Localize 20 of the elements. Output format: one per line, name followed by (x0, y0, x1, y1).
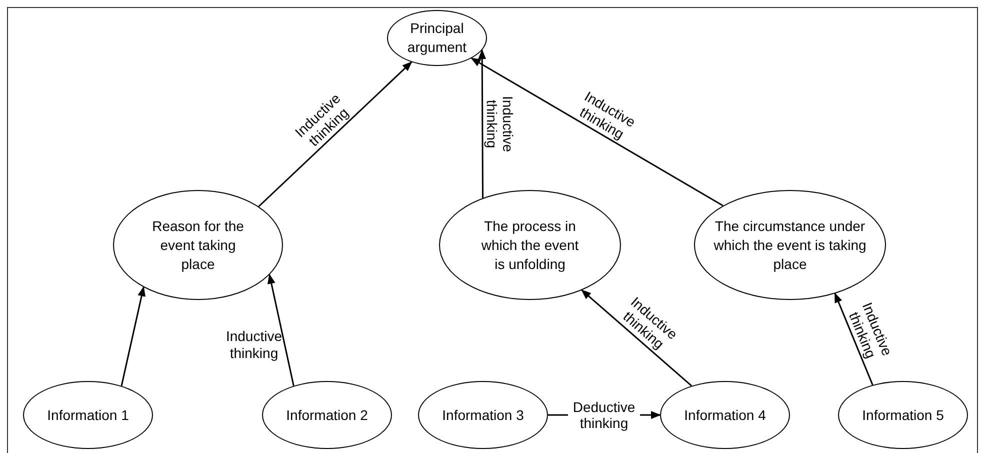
arrow (581, 290, 692, 386)
arrow (478, 49, 486, 198)
arrow (470, 58, 724, 206)
node-text: Reason for the event taking place (151, 216, 245, 274)
node-text: Principal argument (406, 19, 468, 57)
arrow (258, 61, 412, 208)
edge-label: Inductive thinking (484, 94, 517, 154)
arrow (834, 292, 874, 386)
node-text: Information 2 (285, 406, 369, 424)
arrow (267, 274, 294, 386)
node-text: The process in which the event is unfolding (480, 216, 580, 274)
edge-label: Deductive thinking (568, 399, 640, 431)
arrow (120, 286, 146, 386)
annotation-text: Inductive thinking (224, 328, 284, 362)
node-text: Information 5 (861, 406, 945, 424)
ellipse-node (387, 10, 487, 66)
node-text: Information 4 (683, 406, 767, 424)
node-text: The circumstance under which the event is taking place (712, 216, 868, 274)
node-text: Information 1 (46, 406, 130, 424)
node-text: Information 3 (441, 406, 525, 424)
